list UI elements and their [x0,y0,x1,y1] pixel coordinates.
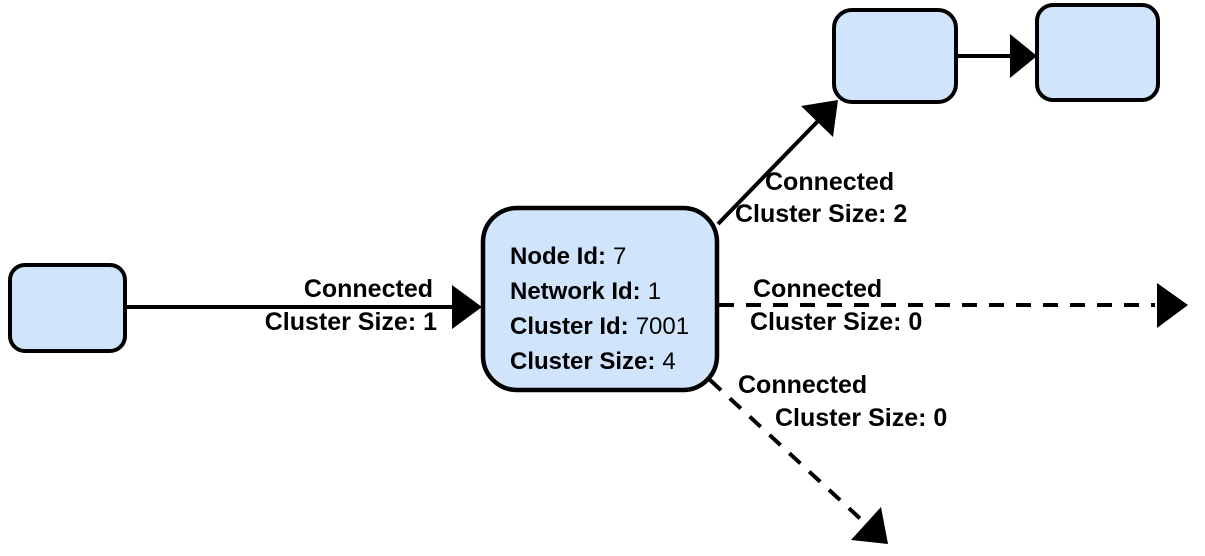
field-label: Cluster Id: [510,313,629,340]
node-peer-top-right[interactable] [1035,3,1160,102]
edge-label-line2: Cluster Size: 0 [750,308,922,336]
edge-label-line1: Connected [765,168,894,196]
field-label: Node Id: [510,243,606,270]
edge-top-to-top-right[interactable] [956,34,1037,78]
edge-left-to-center[interactable]: Connected Cluster Size: 1 [125,275,482,336]
node-field-row: Cluster Size: 4 [510,348,676,375]
node-field-row: Node Id: 7 [510,243,626,270]
edge-center-to-right[interactable]: Connected Cluster Size: 0 [719,275,1188,336]
arrowhead-icon [801,100,838,137]
field-value: 7001 [636,313,689,340]
field-value: 1 [648,278,661,305]
edge-center-to-bottom[interactable]: Connected Cluster Size: 0 [708,371,947,544]
edge-label-line2: Cluster Size: 2 [735,200,907,228]
node-peer-left[interactable] [8,263,127,353]
field-label: Cluster Size: [510,348,655,375]
field-label: Network Id: [510,278,641,305]
edge-line[interactable] [708,378,868,526]
edge-center-to-top[interactable]: Connected Cluster Size: 2 [716,100,907,228]
node-field-row: Network Id: 1 [510,278,661,305]
edge-label-line1: Connected [304,275,433,303]
edge-label-line1: Connected [738,371,867,399]
field-value: 7 [613,243,626,270]
edge-line[interactable] [716,119,820,226]
arrowhead-icon [851,507,888,544]
arrowhead-icon [452,285,482,329]
field-value: 4 [662,348,675,375]
node-field-row: Cluster Id: 7001 [510,313,689,340]
arrowhead-icon [1010,34,1037,78]
node-peer-top[interactable] [832,8,958,104]
edge-label-line2: Cluster Size: 0 [775,404,947,432]
edge-label-line1: Connected [753,275,882,303]
node-center[interactable] [480,205,720,393]
arrowhead-icon [1157,283,1188,328]
edge-label-line2: Cluster Size: 1 [265,308,437,336]
center-node-info: Node Id: 7 Network Id: 1 Cluster Id: 7001 C… [510,243,689,375]
